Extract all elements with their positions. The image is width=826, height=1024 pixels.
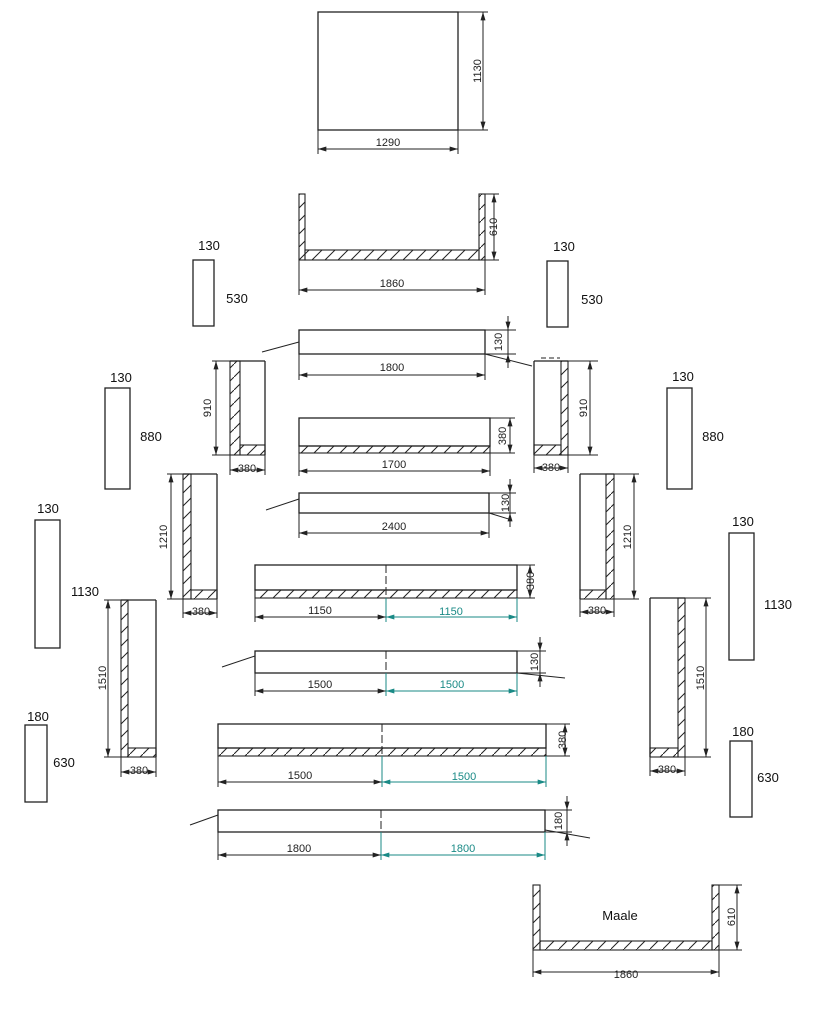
dim-l1210-left-width: 380 xyxy=(192,606,210,618)
side-880-right-width: 130 xyxy=(672,369,694,384)
dim-top-tray-width: 1860 xyxy=(380,278,404,290)
dim-l910-left-width: 380 xyxy=(238,463,256,475)
side-small-left-height: 530 xyxy=(226,291,248,306)
hatched-wall xyxy=(532,884,541,951)
side-1130-left-width: 130 xyxy=(37,501,59,516)
dim-slab2-width: 1700 xyxy=(382,459,406,471)
dim-bottom-tray-width: 1860 xyxy=(614,969,638,981)
hatched-wall xyxy=(711,884,720,951)
hatched-floor xyxy=(579,589,607,600)
hatched-wall xyxy=(120,599,129,758)
dim-slab6-width-right: 1500 xyxy=(452,771,476,783)
part-outline xyxy=(666,387,693,490)
leader-line xyxy=(516,672,566,679)
part-outline xyxy=(104,387,131,490)
hatched-floor xyxy=(298,445,491,454)
dim-l1210-right-height: 1210 xyxy=(622,525,634,549)
dim-slab6-height: 380 xyxy=(557,731,569,749)
dim-slab4-height: 380 xyxy=(525,572,537,590)
part-outline xyxy=(24,724,48,803)
hatched-floor xyxy=(533,444,562,456)
hatched-floor xyxy=(127,747,157,758)
leader-line xyxy=(488,512,513,521)
side-880-left-height: 880 xyxy=(140,429,162,444)
dim-slab6-width-left: 1500 xyxy=(288,770,312,782)
side-630-left-height: 630 xyxy=(53,755,75,770)
part-outline xyxy=(298,492,490,514)
dim-top-panel-height: 1130 xyxy=(472,59,484,83)
part-outline xyxy=(546,260,569,328)
leader-line xyxy=(544,829,591,839)
side-630-right-height: 630 xyxy=(757,770,779,785)
part-outline xyxy=(298,329,486,355)
side-small-left-width: 130 xyxy=(198,238,220,253)
part-outline xyxy=(317,11,459,131)
dim-l1510-left-width: 380 xyxy=(130,765,148,777)
dim-slab4-width-left: 1150 xyxy=(308,605,332,617)
dim-l1210-left-height: 1210 xyxy=(158,525,170,549)
side-630-right-width: 180 xyxy=(732,724,754,739)
leader-line xyxy=(189,814,219,826)
dim-l1510-right-width: 380 xyxy=(658,764,676,776)
dim-slab5-width-right: 1500 xyxy=(440,679,464,691)
part-outline xyxy=(192,259,215,327)
dim-l1210-right-width: 380 xyxy=(588,605,606,617)
leader-line xyxy=(221,655,256,668)
dim-slab2-height: 380 xyxy=(497,427,509,445)
side-1130-left-height: 1130 xyxy=(71,584,99,599)
dim-slab3-height: 130 xyxy=(500,494,512,512)
dim-slab7-height: 180 xyxy=(553,812,565,830)
dim-l910-left-height: 910 xyxy=(202,399,214,417)
side-630-left-width: 180 xyxy=(27,709,49,724)
part-outline xyxy=(728,532,755,661)
dim-l910-right-height: 910 xyxy=(578,399,590,417)
leader-line xyxy=(265,498,300,511)
hatched-wall xyxy=(677,597,686,758)
dim-slab7-width-right: 1800 xyxy=(451,843,475,855)
dim-top-panel-width: 1290 xyxy=(376,137,400,149)
side-small-right-width: 130 xyxy=(553,239,575,254)
dim-slab1-height: 130 xyxy=(493,333,505,351)
drawing-geometry xyxy=(24,11,755,977)
bottom-tray-label: Maale xyxy=(602,908,637,923)
dim-slab5-height: 130 xyxy=(529,653,541,671)
hatched-wall xyxy=(229,360,241,456)
hatched-floor xyxy=(239,444,266,456)
hatched-wall xyxy=(298,193,306,261)
part-outline xyxy=(298,417,491,447)
dim-l1510-right-height: 1510 xyxy=(695,666,707,690)
leader-line xyxy=(484,353,533,367)
hatched-wall xyxy=(478,193,486,261)
hatched-floor xyxy=(190,589,218,600)
part-outline xyxy=(729,740,753,818)
dim-slab1-width: 1800 xyxy=(380,362,404,374)
leader-line xyxy=(261,341,300,353)
dim-bottom-tray-height: 610 xyxy=(726,908,738,926)
side-880-left-width: 130 xyxy=(110,370,132,385)
dim-slab5-width-left: 1500 xyxy=(308,679,332,691)
dim-top-tray-height: 610 xyxy=(488,218,500,236)
hatched-wall xyxy=(560,360,569,456)
hatched-floor xyxy=(539,940,713,951)
side-1130-right-width: 130 xyxy=(732,514,754,529)
dim-slab3-width: 2400 xyxy=(382,521,406,533)
side-1130-right-height: 1130 xyxy=(764,597,792,612)
side-small-right-height: 530 xyxy=(581,292,603,307)
dim-slab4-width-right: 1150 xyxy=(439,606,463,618)
side-880-right-height: 880 xyxy=(702,429,724,444)
hatched-floor xyxy=(304,249,480,261)
dim-l910-right-width: 380 xyxy=(542,462,560,474)
hatched-wall xyxy=(182,473,192,600)
dim-l1510-left-height: 1510 xyxy=(97,666,109,690)
hatched-floor xyxy=(649,747,679,758)
dim-slab7-width-left: 1800 xyxy=(287,843,311,855)
part-outline xyxy=(34,519,61,649)
hatched-wall xyxy=(605,473,615,600)
